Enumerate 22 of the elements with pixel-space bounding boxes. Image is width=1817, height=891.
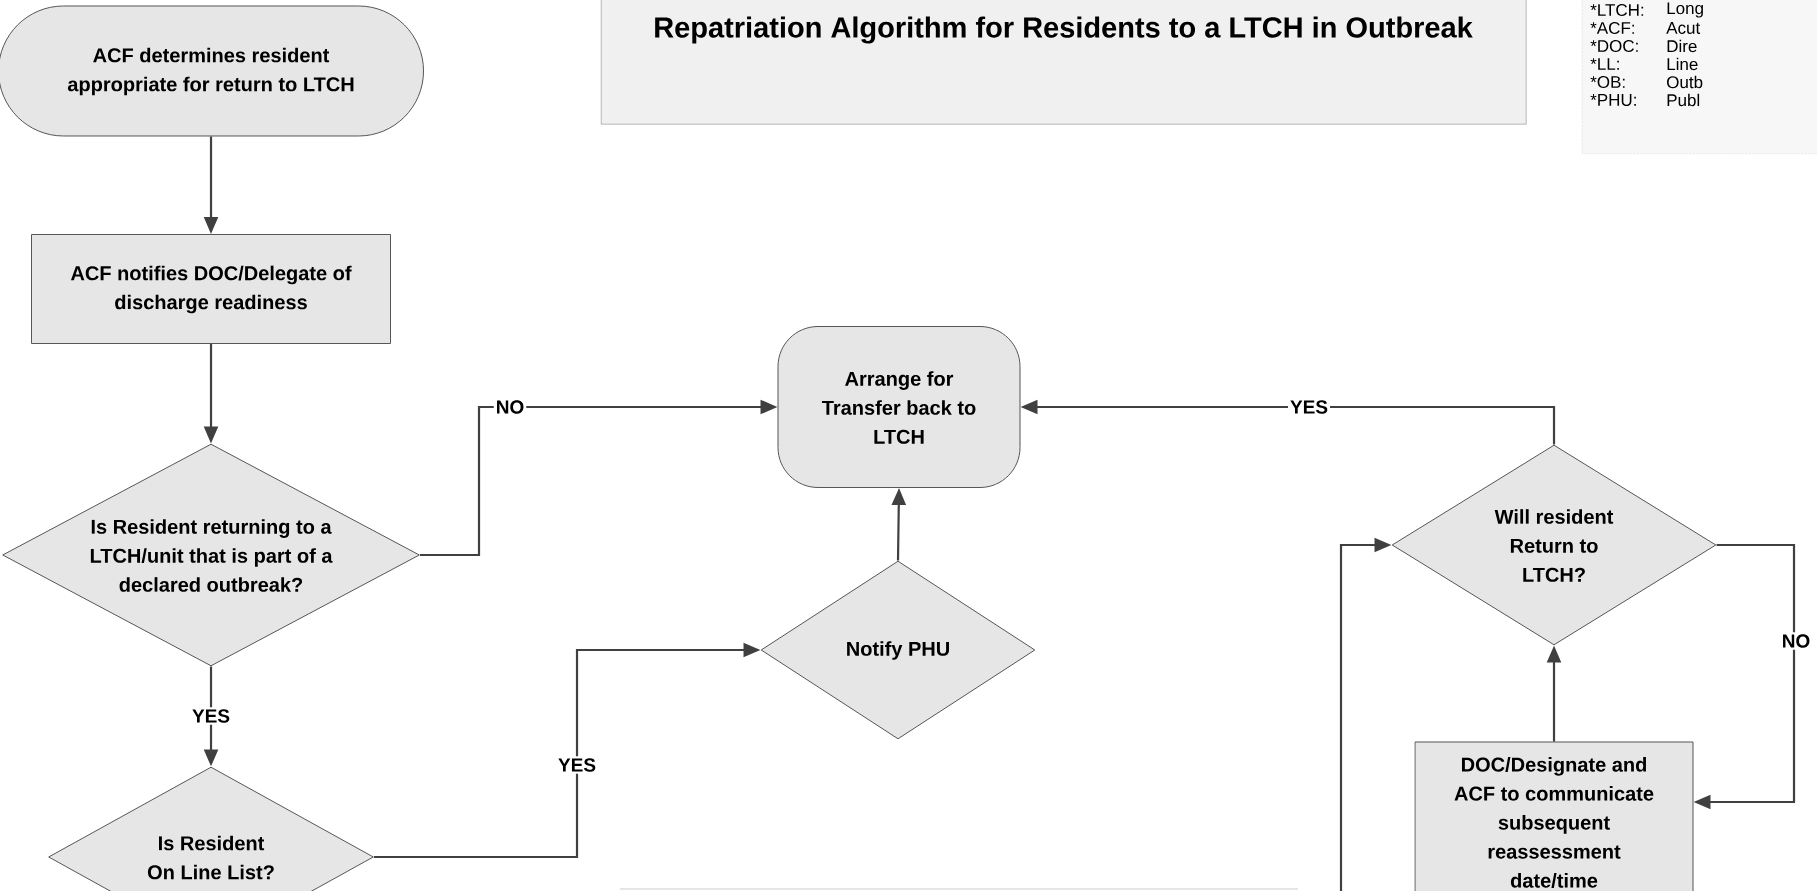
edge-label: NO xyxy=(493,398,527,416)
title: Repatriation Algorithm for Residents to a LTCH in Outbreak xyxy=(655,16,1473,44)
abbreviation: *DOC: xyxy=(1590,40,1638,52)
start-terminator: ACF determines resident appropriate for return to LTCH xyxy=(0,5,424,137)
abbreviation: *LTCH: xyxy=(1590,4,1644,16)
abbreviation: *OB: xyxy=(1590,76,1625,88)
abbreviation: *PHU: xyxy=(1590,94,1636,106)
definition-text: Dire xyxy=(1667,39,1697,53)
rounded-box: Arrange for Transfer back to LTCH xyxy=(777,326,1021,488)
definition-text: Line xyxy=(1667,57,1698,71)
edge-label: YES xyxy=(190,707,232,725)
edge-label: YES xyxy=(556,756,598,774)
definition-text: Acut xyxy=(1666,22,1701,34)
edge-label: YES xyxy=(1288,398,1330,416)
definition-text: Outb xyxy=(1667,75,1703,89)
abbreviation: *ACF: xyxy=(1590,22,1634,34)
abbreviation: *LL: xyxy=(1590,58,1619,70)
edge-label: NO xyxy=(1779,632,1813,650)
definition-text: Publ xyxy=(1667,93,1700,107)
definition-text: Long xyxy=(1667,2,1703,18)
process-box: DOC/Designate and ACF to communicate subsequent reassessment date/time xyxy=(1414,741,1694,891)
process-box: ACF notifies DOC/Delegate of discharge readiness xyxy=(31,234,391,344)
